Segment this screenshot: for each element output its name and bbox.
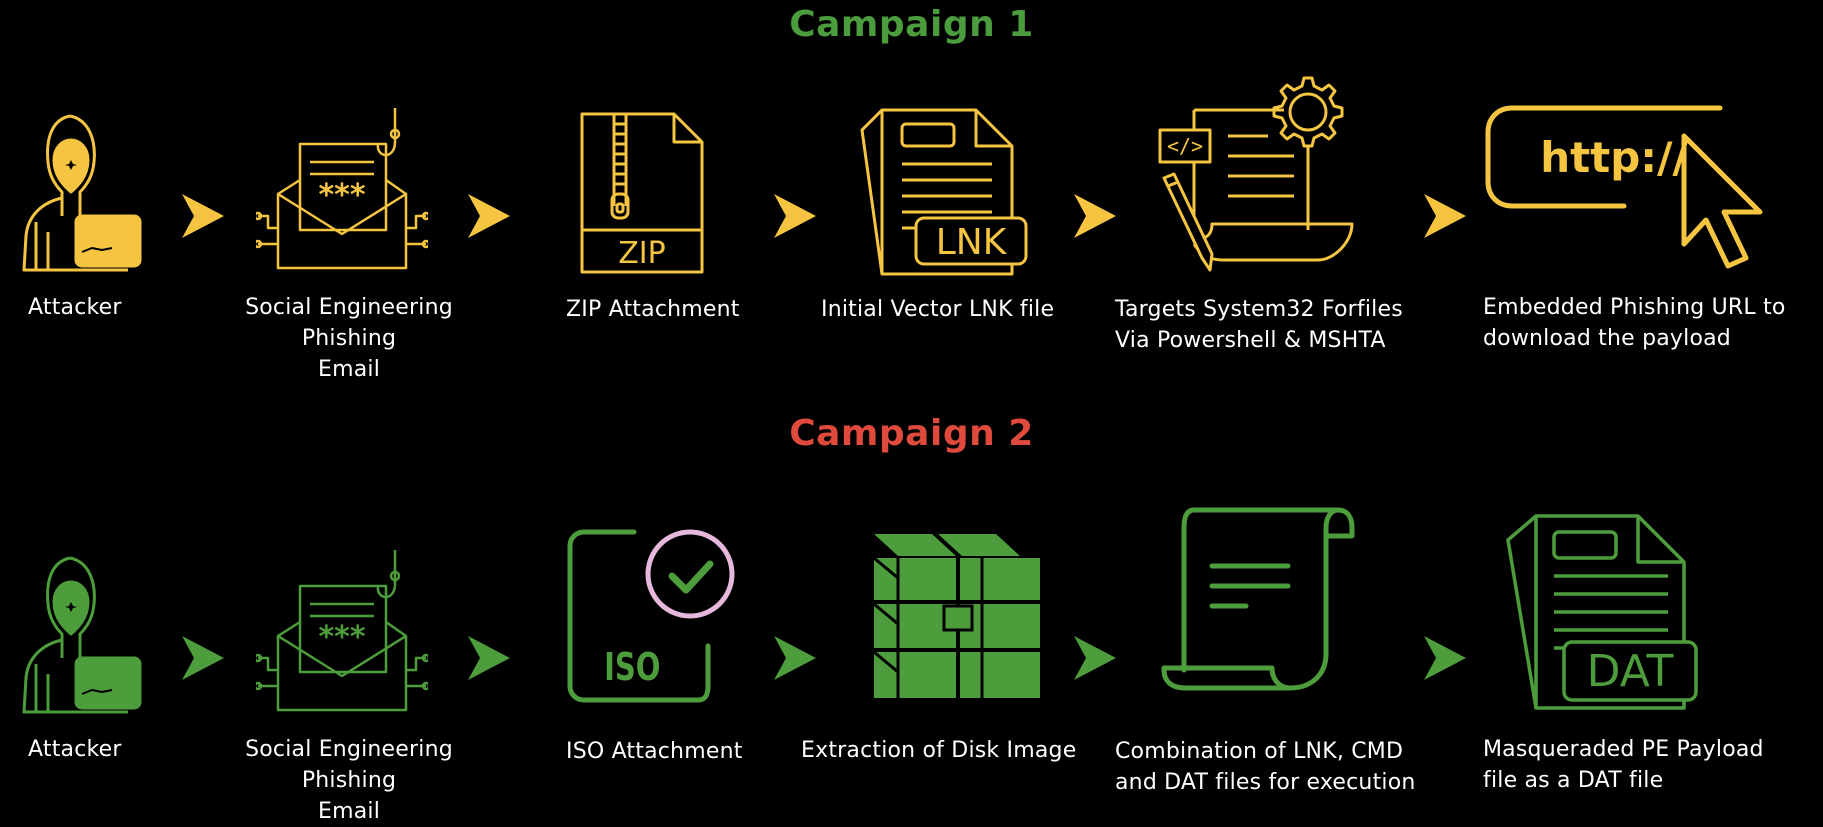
campaign-1-title: Campaign 1	[789, 4, 1034, 45]
step-label-zip-attachment: ZIP Attachment	[566, 297, 740, 322]
flow-arrow-icon	[774, 636, 816, 680]
lnk-text: LNK	[936, 222, 1008, 263]
svg-text:</>: </>	[1167, 134, 1203, 158]
step-label-lnk-file: Initial Vector LNK file	[821, 297, 1055, 322]
flow-arrow-icon	[774, 194, 816, 238]
phishing-email-icon: ***	[256, 550, 428, 712]
flow-arrow-icon	[1074, 636, 1116, 680]
dat-file-icon: DAT	[1506, 514, 1698, 710]
iso-text: ISO	[604, 646, 660, 690]
flow-arrow-icon	[182, 194, 224, 238]
step-label-dat-payload: Masqueraded PE Payload file as a DAT fil…	[1483, 737, 1764, 793]
campaign-2-title: Campaign 2	[789, 413, 1034, 454]
hooded-hacker-laptop-icon	[22, 556, 142, 714]
flow-arrow-icon	[182, 636, 224, 680]
scroll-document-icon	[1161, 507, 1355, 691]
flow-arrow-icon	[468, 194, 510, 238]
lnk-file-icon: LNK	[860, 108, 1028, 276]
url-text: http://	[1540, 133, 1688, 182]
url-cursor-icon: http://	[1485, 105, 1763, 269]
step-label-attacker: Attacker	[28, 737, 122, 762]
step-label-phishing-url: Embedded Phishing URL to download the pa…	[1483, 295, 1786, 351]
archive-books-icon	[873, 534, 1040, 698]
flow-arrow-icon	[1424, 636, 1466, 680]
phishing-email-icon: ***	[256, 108, 428, 270]
step-label-iso-attachment: ISO Attachment	[566, 739, 743, 764]
hooded-hacker-laptop-icon	[22, 114, 142, 272]
zip-text: ZIP	[618, 236, 666, 271]
zip-file-icon: ZIP	[580, 112, 704, 274]
flow-arrow-icon	[468, 636, 510, 680]
step-label-attacker: Attacker	[28, 295, 122, 320]
step-label-phishing-email: Social Engineering Phishing Email	[245, 295, 453, 382]
svg-text:***: ***	[318, 178, 365, 213]
iso-file-check-icon: ISO	[567, 529, 735, 703]
script-gear-icon: </>	[1158, 76, 1354, 272]
step-label-phishing-email: Social Engineering Phishing Email	[245, 737, 453, 824]
step-label-disk-image-extraction: Extraction of Disk Image	[801, 738, 1077, 763]
flow-arrow-icon	[1074, 194, 1116, 238]
step-label-lnk-cmd-dat: Combination of LNK, CMD and DAT files fo…	[1115, 739, 1416, 795]
svg-text:***: ***	[318, 620, 365, 655]
flow-arrow-icon	[1424, 194, 1466, 238]
step-label-system32-forfiles: Targets System32 Forfiles Via Powershell…	[1115, 297, 1403, 353]
dat-text: DAT	[1587, 646, 1674, 697]
